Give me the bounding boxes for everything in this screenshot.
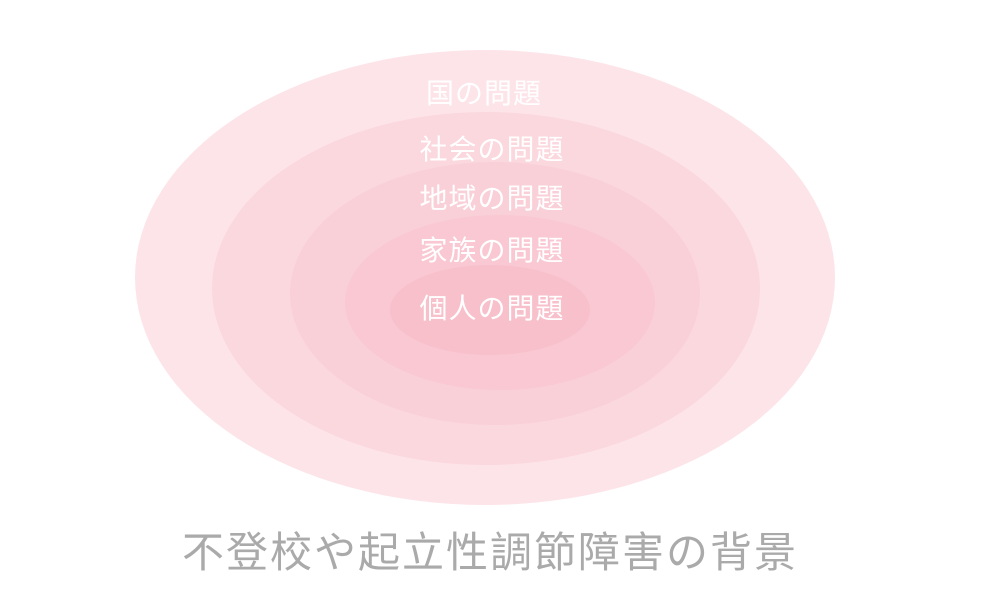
diagram-caption: 不登校や起立性調節障害の背景 bbox=[181, 528, 798, 577]
label-individual: 個人の問題 bbox=[419, 292, 565, 325]
label-country: 国の問題 bbox=[425, 77, 542, 110]
label-community: 地域の問題 bbox=[419, 182, 565, 215]
ellipse-individual bbox=[390, 265, 590, 355]
label-family: 家族の問題 bbox=[419, 234, 565, 267]
label-society: 社会の問題 bbox=[419, 133, 565, 166]
